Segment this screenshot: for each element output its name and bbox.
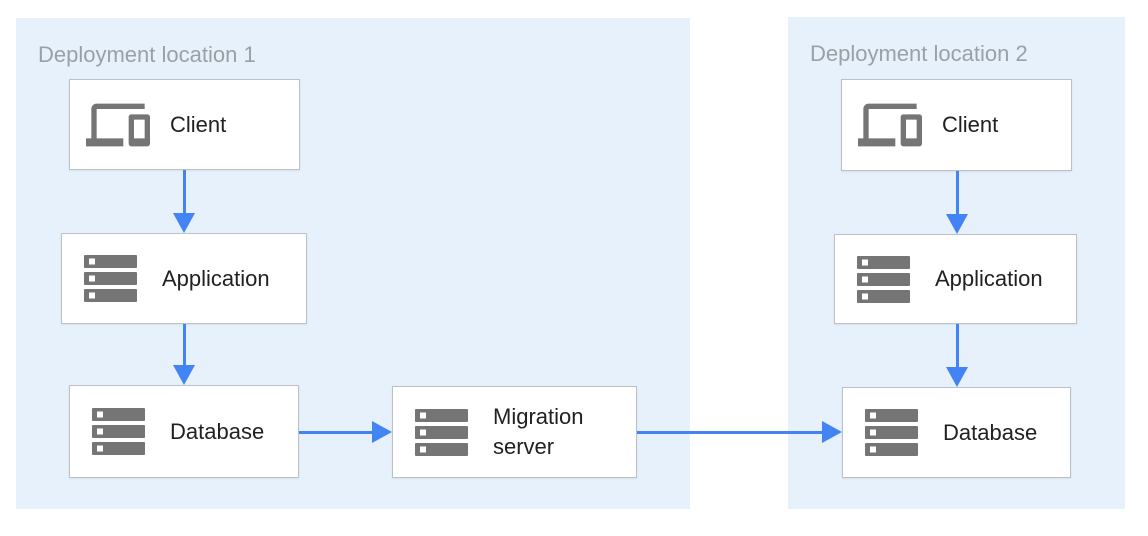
node-database-1: Database (69, 385, 299, 478)
devices-icon (86, 93, 150, 157)
server-stack-icon (859, 409, 923, 456)
arrow-line (299, 430, 374, 434)
region-label: Deployment location 1 (38, 42, 256, 67)
arrow-line (182, 324, 186, 367)
arrow-migration-server-to-database2 (637, 421, 842, 443)
arrow-client1-to-application1 (173, 170, 195, 233)
node-label: Database (943, 419, 1038, 445)
arrow-application1-to-database1 (173, 324, 195, 385)
node-client-2: Client (841, 79, 1072, 171)
node-label: Migration server (493, 404, 584, 459)
arrow-head-down-icon (173, 213, 195, 233)
arrow-head-down-icon (173, 365, 195, 385)
server-stack-icon (78, 255, 142, 302)
arrow-line (182, 170, 186, 215)
arrow-application2-to-database2 (946, 324, 968, 387)
server-stack-icon (851, 255, 915, 303)
node-label: Client (942, 112, 999, 137)
node-application-2: Application (834, 234, 1077, 324)
node-client-1: Client (69, 79, 300, 170)
arrow-head-right-icon (372, 421, 392, 443)
arrow-database1-to-migration-server (299, 421, 392, 443)
arrow-line (955, 324, 959, 369)
arrow-client2-to-application2 (946, 171, 968, 234)
region-label: Deployment location 2 (810, 41, 1028, 66)
server-stack-icon (86, 408, 150, 455)
node-migration-server: Migration server (392, 386, 637, 478)
node-label: Database (170, 418, 265, 444)
node-label: Application (162, 265, 270, 291)
arrow-line (955, 171, 959, 216)
arrow-head-down-icon (946, 214, 968, 234)
node-label: Application (935, 266, 1043, 291)
devices-icon (858, 93, 922, 157)
arrow-head-down-icon (946, 367, 968, 387)
node-label: Client (170, 111, 227, 137)
node-database-2: Database (842, 387, 1071, 478)
node-application-1: Application (61, 233, 307, 324)
arrow-line (637, 430, 824, 434)
arrow-head-right-icon (822, 421, 842, 443)
server-stack-icon (409, 408, 473, 456)
